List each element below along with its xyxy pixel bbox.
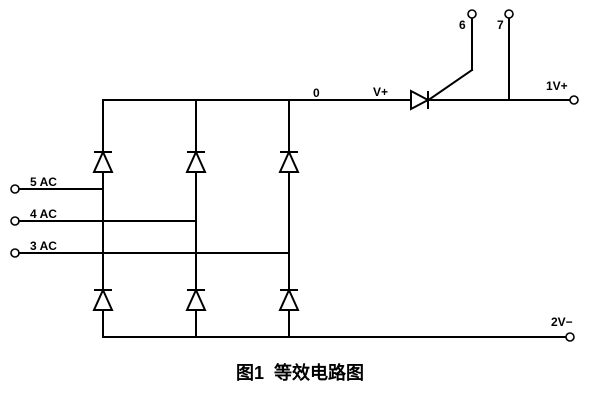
bridge-column-1: [92, 99, 114, 338]
output-terminal-1: 1V+: [546, 79, 579, 105]
label-2v-minus: 2V−: [551, 315, 573, 329]
output-terminal-2: 2V−: [551, 315, 575, 342]
terminal-6: [467, 9, 477, 19]
diode-icon: [278, 149, 300, 173]
terminal-4: [10, 216, 20, 226]
terminal-7: [504, 9, 514, 19]
gate-terminal-6: 6: [459, 9, 477, 32]
bridge-column-2: [185, 99, 207, 338]
figure-caption: 图1 等效电路图: [236, 362, 364, 383]
label-v-plus: V+: [373, 85, 388, 99]
terminal-3: [10, 248, 20, 258]
label-node-0: 0: [313, 86, 320, 100]
terminal-7-lead: 7: [497, 9, 514, 101]
label-4-ac: 4 AC: [30, 207, 57, 221]
thyristor-icon: [410, 17, 474, 111]
label-5-ac: 5 AC: [30, 175, 57, 189]
diode-icon: [92, 149, 114, 173]
label-6: 6: [459, 18, 466, 32]
gate-lead: [428, 68, 474, 101]
terminal-5: [10, 184, 20, 194]
ac-input-3: 3 AC: [10, 239, 290, 258]
diode-icon: [185, 287, 207, 311]
label-3-ac: 3 AC: [30, 239, 57, 253]
ac-input-4: 4 AC: [10, 207, 197, 226]
terminal-2: [565, 332, 575, 342]
bridge-column-3: [278, 99, 300, 338]
diode-icon: [185, 149, 207, 173]
label-7: 7: [497, 18, 504, 32]
diode-icon: [278, 287, 300, 311]
terminal-1: [569, 95, 579, 105]
diode-icon: [92, 287, 114, 311]
ac-input-5: 5 AC: [10, 175, 104, 194]
label-1v-plus: 1V+: [546, 79, 568, 93]
